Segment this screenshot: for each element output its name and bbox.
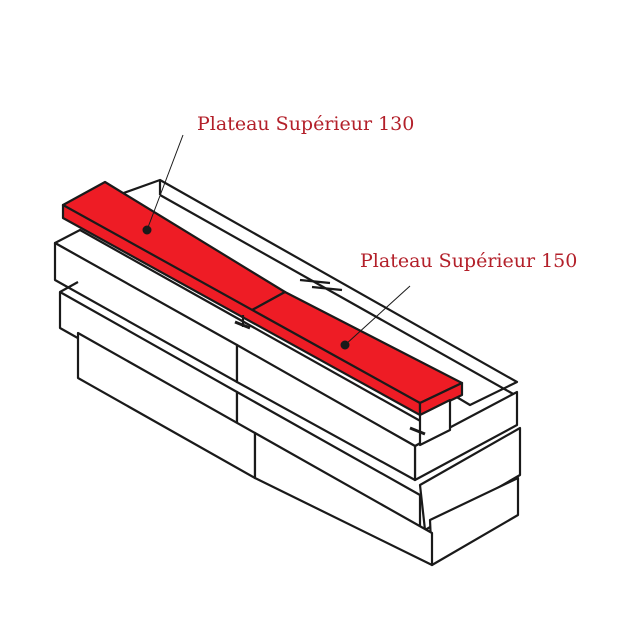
- block: [235, 343, 417, 482]
- top-plates: [61, 180, 464, 417]
- leader-dot-130: [142, 225, 152, 235]
- wall-right-end: [413, 390, 522, 567]
- leader-lines: [142, 134, 411, 350]
- bottom-course: [76, 331, 434, 567]
- block: [253, 431, 434, 567]
- leader-130: [146, 134, 184, 231]
- leader-dot-150: [340, 340, 350, 350]
- label-top-plate-150: Plateau Supérieur 150: [360, 250, 578, 272]
- leader-150: [344, 285, 411, 346]
- label-top-plate-130: Plateau Supérieur 130: [197, 113, 415, 135]
- plate-end-caps: [234, 320, 452, 447]
